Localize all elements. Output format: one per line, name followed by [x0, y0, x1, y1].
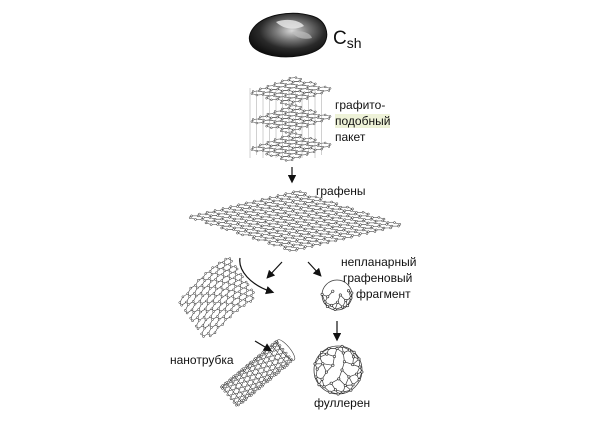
- arrows: [239, 167, 342, 352]
- fullerene-structure: [313, 344, 364, 396]
- graphite-label-line3: пакет: [335, 130, 366, 144]
- nonplanar-label-line2: графеновый: [343, 271, 413, 285]
- arrow-rolled-to-nanotube: [254, 340, 273, 352]
- nonplanar-label-line1: непланарный: [341, 255, 417, 269]
- graphene-sheet-lattice: [188, 190, 402, 252]
- nanotube-label: нанотрубка: [170, 353, 234, 367]
- arrow-graphene-to-rolled: [266, 261, 283, 279]
- graphite-label-line2: подобный: [335, 114, 391, 128]
- graphite-packet-lattice: [249, 76, 332, 162]
- graphite-label-line1: графито-: [335, 98, 386, 112]
- arrow-curved-to-nanotube: [239, 257, 275, 295]
- nanotube-structure: [220, 339, 296, 407]
- nonplanar-fragment-structure: [320, 279, 354, 311]
- shungite-rock-image: [248, 12, 328, 58]
- rolled-graphene-fragment: [178, 257, 255, 338]
- shungite-carbon-label: Csh: [333, 28, 362, 51]
- nonplanar-label-line3: фрагмент: [356, 287, 411, 301]
- graphenes-label: графены: [316, 184, 366, 198]
- arrow-graphene-to-fragment: [307, 261, 322, 277]
- fullerene-label: фуллерен: [314, 396, 371, 410]
